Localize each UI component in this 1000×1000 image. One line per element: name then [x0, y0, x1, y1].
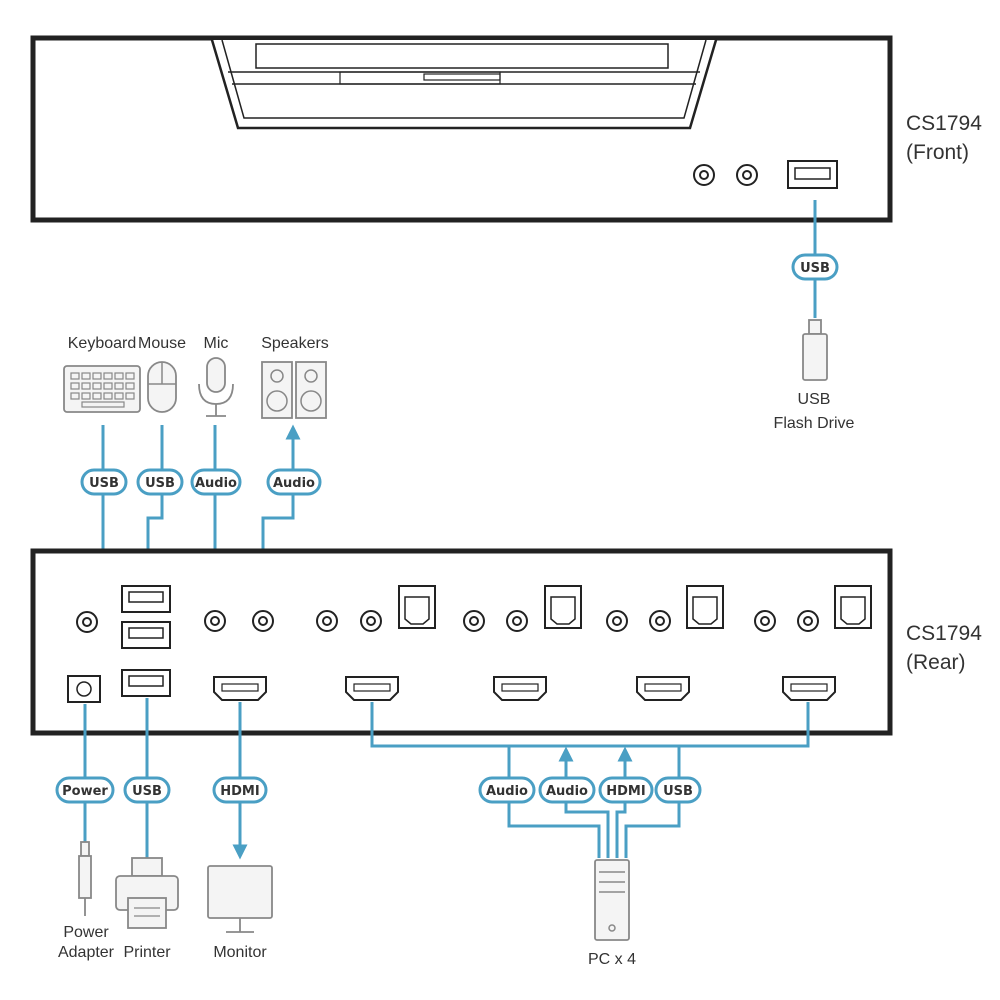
pc-cable-bus: [370, 702, 810, 748]
keyboard-label: Keyboard: [68, 335, 137, 352]
svg-text:Power: Power: [62, 784, 108, 799]
pc-usb-tag: USB: [654, 776, 702, 804]
power-adapter-label-2: Adapter: [58, 944, 115, 961]
svg-text:USB: USB: [800, 261, 830, 276]
rear-usb-port: [121, 621, 171, 649]
keyboard-usb-tag: USB: [80, 468, 128, 496]
rear-mic-jack: [204, 610, 226, 632]
mouse-usb-tag: USB: [136, 468, 184, 496]
front-panel: [30, 35, 893, 223]
mouse-icon: [147, 361, 177, 413]
pc-label: PC x 4: [588, 951, 636, 968]
power-adapter-icon: [78, 841, 92, 916]
rear-usb-port: [121, 585, 171, 613]
svg-text:USB: USB: [663, 784, 693, 799]
mouse-label: Mouse: [138, 335, 186, 352]
rear-unit-subtitle: (Rear): [906, 651, 966, 674]
front-audio-jack: [736, 164, 758, 186]
svg-text:USB: USB: [145, 476, 175, 491]
svg-text:Audio: Audio: [546, 784, 588, 799]
pc-hdmi-cable: [615, 746, 633, 858]
mic-label: Mic: [204, 335, 229, 352]
rear-console-hdmi-port: [213, 676, 267, 701]
svg-text:Audio: Audio: [273, 476, 315, 491]
speakers-icon: [261, 361, 327, 419]
pc-audio-tag-2: Audio: [538, 776, 596, 804]
speakers-label: Speakers: [261, 335, 329, 352]
rear-unit-title: CS1794: [906, 622, 982, 645]
pc-port-group-3: [606, 585, 724, 701]
rear-power-port: [67, 675, 101, 703]
front-usb-tag: USB: [791, 253, 839, 281]
power-tag: Power: [55, 776, 115, 804]
usb-flash-drive-label-1: USB: [798, 391, 831, 408]
mic-icon: [198, 357, 234, 417]
usb-flash-drive-label-2: Flash Drive: [774, 415, 855, 432]
mic-audio-tag: Audio: [190, 468, 242, 496]
rear-audio-jack: [76, 611, 98, 633]
monitor-hdmi-tag: HDMI: [212, 776, 268, 804]
monitor-label: Monitor: [213, 944, 267, 961]
svg-text:USB: USB: [132, 784, 162, 799]
pc-audio-cable-2: [558, 746, 610, 858]
front-audio-jack: [693, 164, 715, 186]
pc-audio-tag-1: Audio: [478, 776, 536, 804]
pc-port-group-2: [463, 585, 582, 701]
front-unit-title: CS1794: [906, 112, 982, 135]
usb-flash-drive-icon: [802, 319, 828, 381]
svg-text:USB: USB: [89, 476, 119, 491]
svg-text:HDMI: HDMI: [220, 784, 259, 799]
pc-hdmi-tag: HDMI: [598, 776, 654, 804]
rear-printer-usb-port: [121, 669, 171, 697]
speakers-audio-tag: Audio: [266, 468, 322, 496]
monitor-icon: [207, 865, 273, 933]
pc-port-group-1: [316, 585, 436, 701]
svg-text:HDMI: HDMI: [606, 784, 645, 799]
svg-text:Audio: Audio: [195, 476, 237, 491]
front-usb-port: [787, 160, 838, 189]
printer-icon: [115, 857, 179, 929]
pc-port-group-4: [754, 585, 872, 701]
pc-tower-icon: [594, 859, 630, 941]
printer-usb-tag: USB: [123, 776, 171, 804]
printer-label: Printer: [123, 944, 171, 961]
rear-panel: [30, 548, 893, 736]
keyboard-icon: [63, 365, 141, 413]
front-unit-subtitle: (Front): [906, 141, 969, 164]
power-adapter-label-1: Power: [63, 924, 109, 941]
rear-speaker-jack: [252, 610, 274, 632]
svg-text:Audio: Audio: [486, 784, 528, 799]
